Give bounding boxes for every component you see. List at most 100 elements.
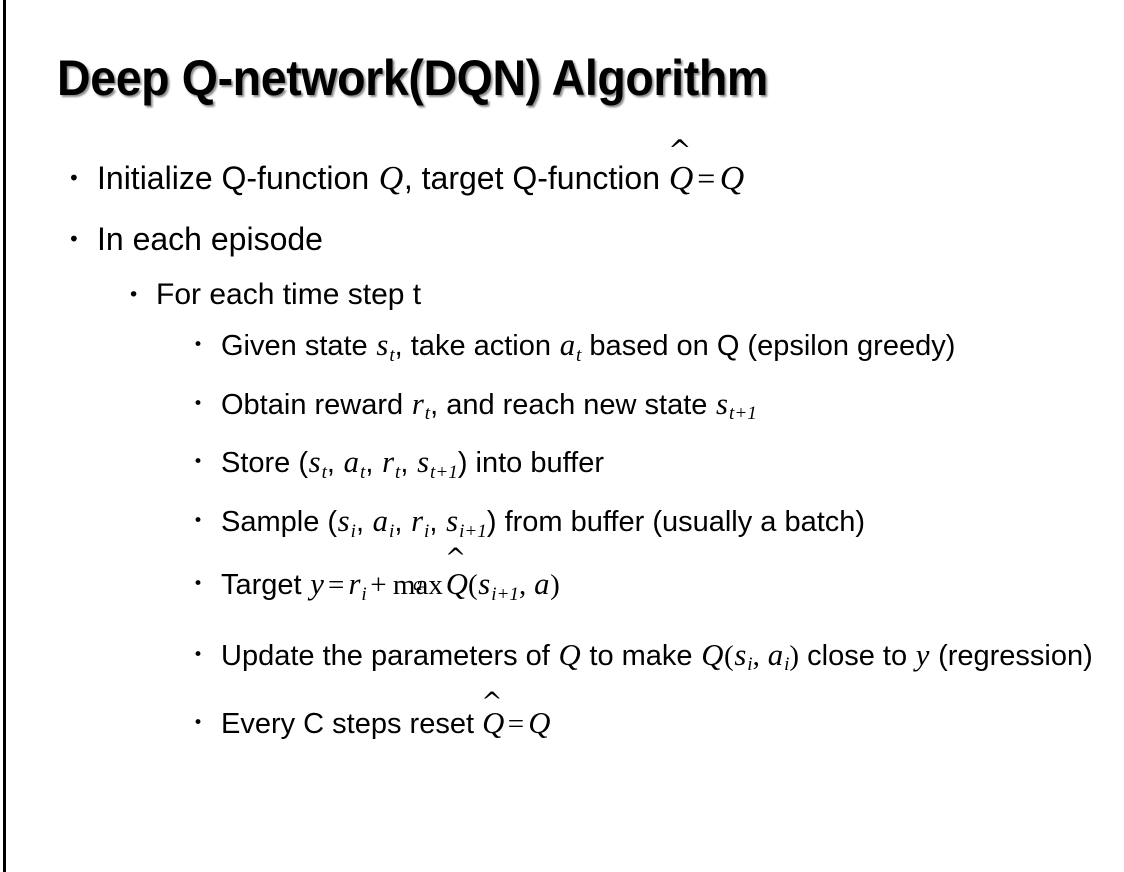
math-var-r: r [411,504,424,539]
bullet-glyph: • [193,644,204,665]
math-var-s: s [734,637,747,672]
text-run: Sample ( [221,506,338,539]
text-run: , [394,506,411,539]
math-var-r: r [348,566,361,601]
math-var-y: y [915,637,930,672]
math-subscript: i+1 [459,520,487,542]
list-item: • Initialize Q-function Q, target Q-func… [0,137,1124,209]
list-item: • Given state st, take action at based o… [0,321,1124,380]
math-var-a: a [372,504,389,539]
bullet-glyph: • [128,284,140,306]
bullet-list: • Initialize Q-function Q, target Q-func… [0,137,1124,748]
text-run: , take action [394,330,560,362]
page-title: Deep Q-network(DQN) Algorithm [57,50,768,106]
text-run: , [326,447,344,480]
math-var-y: y [310,566,324,601]
math-subscript: t [424,403,431,425]
bullet-glyph: • [193,573,204,594]
math-var-s: s [308,445,321,480]
math-paren-close: ) [550,568,560,601]
list-item: • Every C steps reset ^Q=Q [0,689,1124,748]
math-var-s2: s [446,504,459,539]
text-run: close to [799,639,916,672]
math-subscript: t [395,462,401,484]
math-subscript: i [389,520,395,542]
list-item-text: Obtain reward rt, and reach new state st… [221,380,1104,439]
math-var-a: a [343,445,360,480]
text-run: , [365,447,382,480]
math-var-r: r [382,445,395,480]
math-var: Q [668,160,694,197]
math-paren-close: ) [789,639,800,672]
math-subscript: t+1 [430,462,458,484]
hat-accent-icon: ^ [481,686,503,716]
math-var-q: Q [378,160,404,197]
list-item-text: For each time step t [156,278,422,311]
text-run: , and reach new state [430,388,716,421]
math-var: Q [445,566,468,601]
math-subscript: i+1 [491,583,519,605]
text-run: , [355,506,373,539]
bullet-glyph: • [68,166,80,190]
list-item: • For each time step t [0,269,1124,321]
math-var-a: a [534,566,550,601]
math-subscript: i [361,583,367,605]
text-run: , [400,447,417,480]
text-run: Given state [221,330,376,362]
math-equals: = [507,708,525,741]
text-run: , target Q-function [403,160,669,196]
math-q-hat: ^Q [445,545,468,612]
text-run: Store ( [221,447,309,480]
math-plus: + [370,568,387,601]
math-var-a: a [559,328,576,362]
math-var-a: a [767,637,784,672]
list-item: • Obtain reward rt, and reach new state … [0,380,1124,439]
text-run: , [429,506,446,539]
math-equals: = [328,568,345,601]
bullet-glyph: • [193,511,204,532]
math-subscript: i [350,520,356,542]
math-comma: , [752,639,768,672]
list-item-text: Given state st, take action at based on … [221,321,1104,380]
text-run: (regression) [930,639,1093,672]
hat-accent-icon: ^ [668,134,692,168]
math-q-hat: ^Q [481,689,504,747]
text-run: ) from buffer (usually a batch) [486,506,866,539]
math-subscript: i [784,654,790,676]
text-run: Target [221,568,310,601]
bullet-glyph: • [193,393,204,414]
math-subscript: t [389,344,395,366]
math-var-q: Q [528,706,551,741]
list-item-text: Every C steps reset ^Q=Q [221,689,1104,748]
bullet-glyph: • [193,335,204,355]
math-var-q: Q [558,637,581,672]
math-paren-open: ( [467,568,478,601]
text-run: Obtain reward [221,388,412,421]
bullet-glyph: • [193,713,204,734]
list-item-text: Sample (si, ai, ri, si+1) from buffer (u… [221,497,1104,556]
list-item: • Sample (si, ai, ri, si+1) from buffer … [0,497,1124,556]
math-q-hat: ^Q [668,137,694,209]
math-subscript: t [321,462,327,484]
text-run: based on Q (epsilon greedy) [581,330,956,362]
text-run: Initialize Q-function [97,160,379,196]
bullet-glyph: • [193,452,204,473]
math-paren-open: ( [724,639,734,672]
math-subscript: t [576,344,582,366]
text-run: ) into buffer [457,447,605,480]
math-var-s: s [478,566,491,601]
math-comma: , [518,568,534,601]
math-var-q2: Q [719,160,745,197]
math-subscript: i [747,654,753,676]
math-subscript: i [424,520,430,542]
list-item: • Update the parameters of Q to make Q(s… [0,631,1124,690]
list-item-text: Update the parameters of Q to make Q(si,… [221,631,1104,690]
list-item-text: Initialize Q-function Q, target Q-functi… [97,137,1124,209]
list-item: • In each episode [0,209,1124,269]
bullet-glyph: • [68,227,80,251]
slide-left-border [3,0,6,872]
